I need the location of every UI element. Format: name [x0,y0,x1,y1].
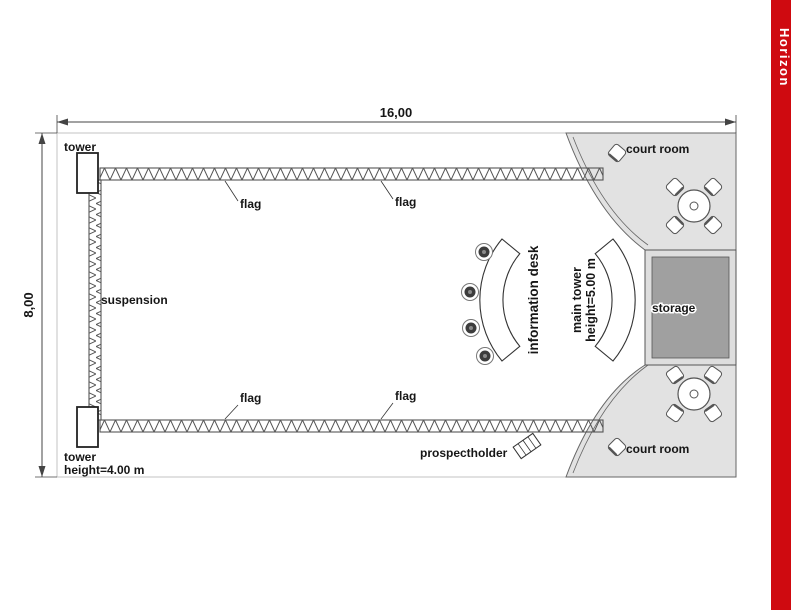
label-tower-top: tower [64,140,96,154]
stool-icon [476,347,494,365]
label-prospectholder: prospectholder [420,446,508,460]
stool-icon [461,283,479,301]
left-truss [88,179,102,421]
dimension-width-value: 16,00 [380,105,413,120]
label-court-room-top: court room [626,142,689,156]
label-flag-bottom-right: flag [395,389,416,403]
information-desk-counter [479,238,521,362]
label-court-room-bottom: court room [626,442,689,456]
tower-bottom-box [76,406,99,448]
tower-top-box [76,152,99,194]
label-flag-top-right: flag [395,195,416,209]
leader-line [224,180,239,202]
label-suspension: suspension [101,293,168,307]
storage-shelf [651,256,730,359]
label-main-tower: main tower [570,267,584,333]
arrowhead-down-icon [38,466,46,477]
label-tower-bottom-height: height=4.00 m [64,463,144,477]
label-storage: storage [652,301,696,315]
round-table-icon [677,189,711,223]
curved-wall-bottom [572,364,649,474]
stool-icon [475,243,493,261]
label-tower-bottom: tower [64,450,96,464]
leader-line [224,404,239,420]
bottom-truss [99,419,604,433]
brand-logo: Horizon [777,28,792,87]
label-main-tower-height: height=5.00 m [584,258,598,342]
brand-bar [771,0,791,610]
arrowhead-left-icon [57,118,68,126]
round-table-icon [677,377,711,411]
arrowhead-up-icon [38,133,46,144]
main-tower-counter [594,238,636,362]
label-information-desk: information desk [526,245,541,354]
prospectholder-icon [512,432,542,460]
label-flag-top-left: flag [240,197,261,211]
leader-line [380,402,394,420]
dimension-height-value: 8,00 [21,292,36,317]
dimension-width: 16,00 [56,105,737,133]
label-flag-bottom-left: flag [240,391,261,405]
stool-icon [462,319,480,337]
dimension-height: 8,00 [21,132,57,478]
top-truss [99,167,604,181]
curved-wall-top [572,136,649,246]
leader-line [380,180,394,200]
storage-area [644,249,737,366]
arrowhead-right-icon [725,118,736,126]
